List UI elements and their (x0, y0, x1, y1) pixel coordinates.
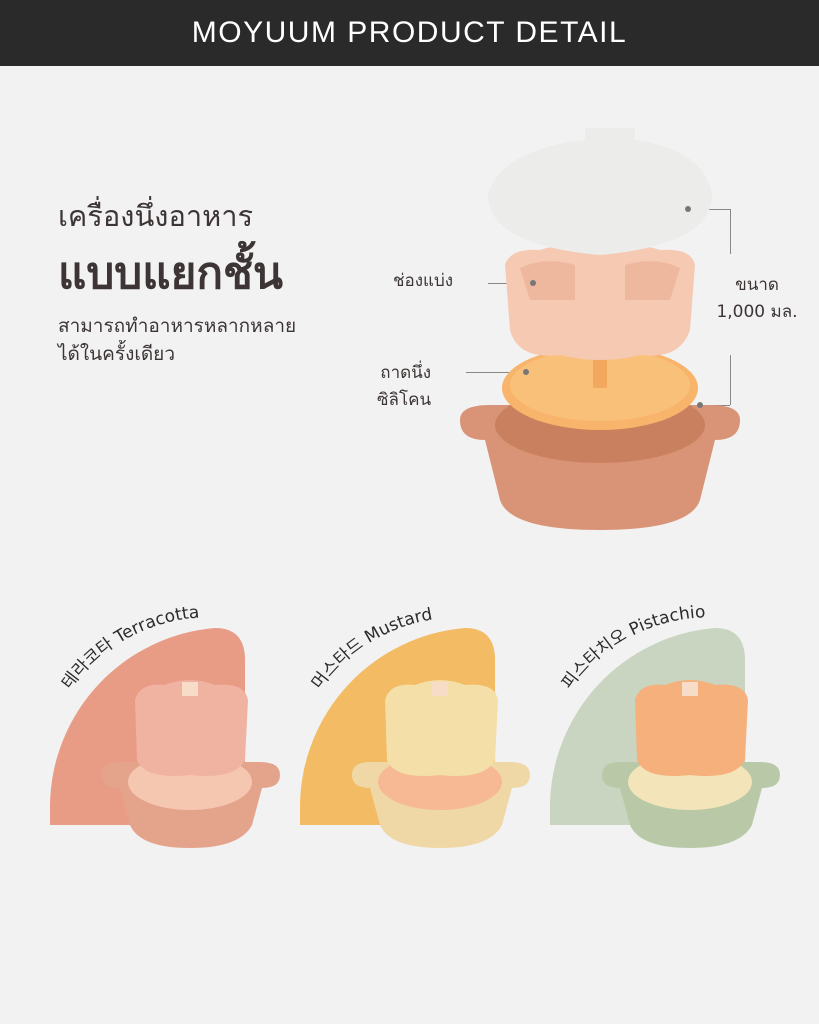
callout-line (466, 372, 526, 373)
callout-tray-line1: ถาดนึ่ง (380, 363, 432, 383)
color-variant-pistachio: 피스타치오 Pistachio (550, 602, 780, 848)
callout-size: ขนาด 1,000 มล. (712, 272, 802, 326)
headline-line1: เครื่องนึ่งอาหาร (58, 199, 254, 233)
description: สามารถทำอาหารหลากหลายได้ในครั้งเดียว (58, 312, 358, 368)
exploded-steamer-illustration (460, 128, 740, 530)
callout-line (730, 209, 731, 254)
variant-handle (432, 682, 448, 696)
callout-size-line1: ขนาด (735, 275, 779, 295)
color-variant-mustard: 머스타드 Mustard (300, 604, 530, 848)
variant-bowl (385, 680, 498, 776)
variant-bowl (635, 680, 748, 776)
description-line1: สามารถทำอาหารหลากหลาย (58, 315, 297, 337)
callout-tray-line2: ซิลิโคน (377, 390, 432, 410)
callout-divider: ช่องแบ่ง (393, 271, 454, 291)
callout-size-line2: 1,000 มล. (716, 302, 798, 322)
callout-tray: ถาดนึ่งซิลิโคน (377, 360, 431, 414)
variant-handle (182, 682, 198, 696)
variant-bowl (135, 680, 248, 776)
callout-line (730, 355, 731, 405)
page-header: MOYUUM PRODUCT DETAIL (0, 0, 819, 66)
description-line2: ได้ในครั้งเดียว (58, 343, 175, 365)
headline-line2: แบบแยกชั้น (58, 248, 283, 299)
color-variant-terracotta: 테라코타 Terracotta (50, 602, 280, 848)
variant-handle (682, 682, 698, 696)
header-title: MOYUUM PRODUCT DETAIL (191, 16, 628, 49)
